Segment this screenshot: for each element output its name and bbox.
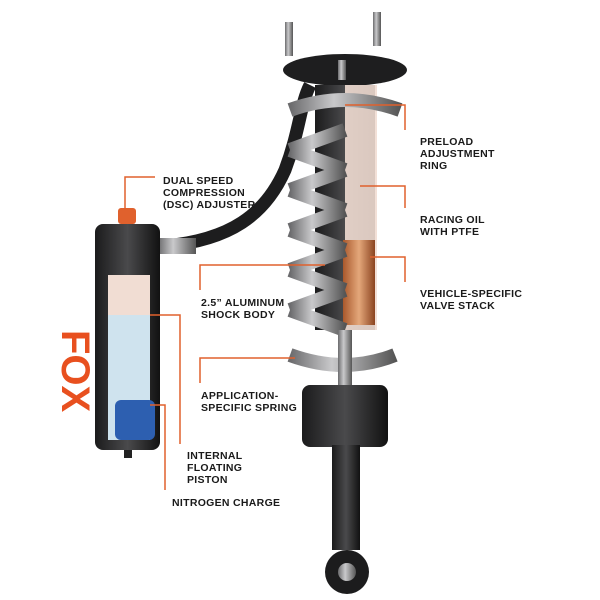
stud: [373, 12, 381, 46]
dsc-knob: [118, 208, 136, 224]
valve-stack: [343, 240, 375, 325]
label-floating-piston: INTERNAL FLOATING PISTON: [187, 450, 243, 486]
stud: [285, 22, 293, 56]
hose: [164, 82, 316, 253]
label-nitrogen-charge: NITROGEN CHARGE: [172, 497, 281, 509]
hose-fitting: [158, 238, 196, 254]
label-dsc-adjuster: DUAL SPEED COMPRESSION (DSC) ADJUSTER: [163, 175, 256, 211]
label-racing-oil: RACING OIL WITH PTFE: [420, 214, 485, 238]
shaft: [338, 330, 352, 390]
label-valve-stack: VEHICLE-SPECIFIC VALVE STACK: [420, 288, 523, 312]
fox-logo: FOX: [53, 330, 97, 413]
label-shock-body: 2.5” ALUMINUM SHOCK BODY: [201, 297, 285, 321]
floating-piston: [115, 400, 155, 440]
lower-rod: [332, 445, 360, 550]
stud: [338, 60, 346, 80]
spring: [287, 93, 403, 372]
oil-section: [108, 275, 150, 315]
leader-lines: [124, 104, 406, 490]
label-preload-ring: PRELOAD ADJUSTMENT RING: [420, 136, 495, 172]
label-spring: APPLICATION- SPECIFIC SPRING: [201, 390, 298, 414]
lower-boot: [302, 385, 388, 447]
